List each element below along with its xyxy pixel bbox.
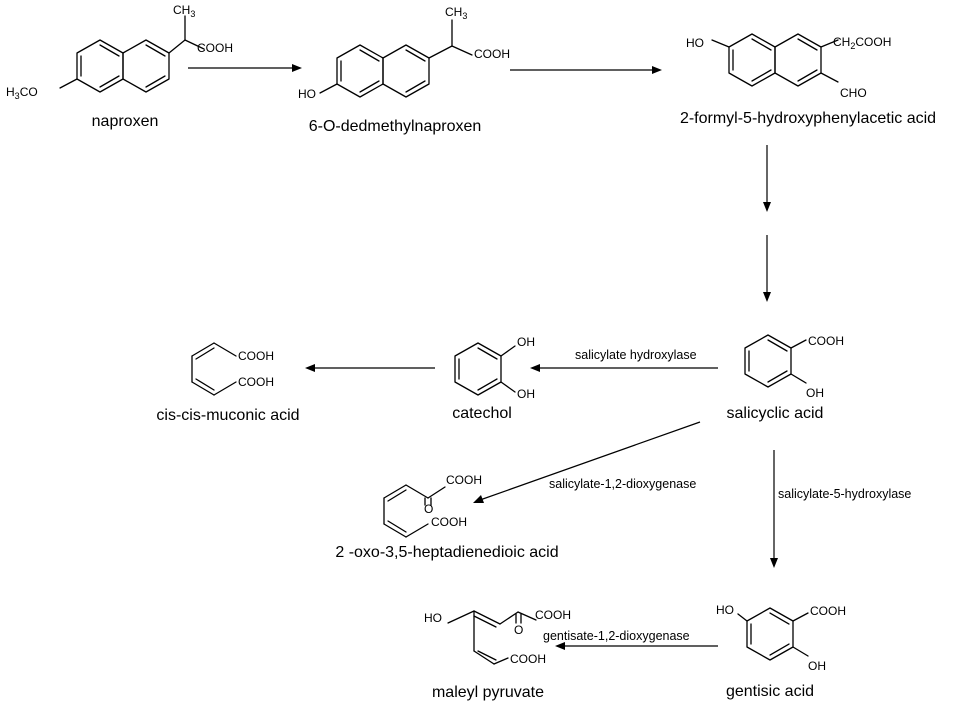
maleyl-ho-label: HO (424, 611, 442, 625)
heptadienedioic-acid-label: 2 -oxo-3,5-heptadienedioic acid (335, 544, 558, 561)
arrow-salicylic-to-gentisic (770, 450, 778, 568)
muconic-cooh-top-label: COOH (238, 349, 274, 363)
maleyl-pyruvate-label: maleyl pyruvate (432, 684, 544, 701)
catechol-oh-top-label: OH (517, 335, 535, 349)
salicylic-acid-label: salicyclic acid (727, 405, 824, 422)
muconic-acid-structure: COOH COOH (191, 342, 274, 396)
formyl-cho-label: CHO (840, 86, 867, 100)
desmethyl-cooh-label: COOH (474, 47, 510, 61)
salicylic-oh-label: OH (806, 386, 824, 400)
formyl-acid-structure: HO CH2COOH CHO (686, 33, 891, 100)
arrow-naproxen-to-desmethyl (188, 64, 302, 72)
heptadienedioic-cooh-bottom-label: COOH (431, 515, 467, 529)
desmethyl-ch3-label: CH3 (445, 5, 467, 21)
naproxen-label: naproxen (92, 113, 159, 130)
desmethylnaproxen-label: 6-O-dedmethylnaproxen (309, 118, 482, 135)
formyl-ho-label: HO (686, 36, 704, 50)
gentisic-ho-label: HO (716, 603, 734, 617)
naproxen-structure: CH3 COOH H3CO (6, 3, 233, 101)
salicylate-hydroxylase-label: salicylate hydroxylase (575, 348, 697, 362)
desmethyl-ho-label: HO (298, 87, 316, 101)
arrow-formyl-down-1 (763, 145, 771, 212)
naproxen-ch3-label: CH3 (173, 3, 195, 19)
gentisate-12-dioxygenase-label: gentisate-1,2-dioxygenase (543, 629, 690, 643)
arrow-catechol-to-muconic (305, 364, 435, 372)
heptadienedioic-acid-structure: O COOH COOH (383, 473, 482, 538)
catechol-label: catechol (452, 405, 512, 422)
maleyl-cooh-top-label: COOH (535, 608, 571, 622)
naproxen-cooh-label: COOH (197, 41, 233, 55)
desmethylnaproxen-structure: CH3 COOH HO (298, 5, 510, 101)
arrow-gentisic-to-maleyl (555, 642, 718, 650)
catechol-oh-bottom-label: OH (517, 387, 535, 401)
formyl-ch2cooh-label: CH2COOH (833, 35, 891, 51)
gentisic-acid-structure: COOH OH HO (716, 603, 846, 673)
catechol-structure: OH OH (454, 335, 535, 401)
maleyl-o-label: O (514, 623, 523, 637)
salicylate-12-dioxygenase-label: salicylate-1,2-dioxygenase (549, 477, 696, 491)
arrow-salicylic-to-heptadienedioic (473, 421, 701, 503)
heptadienedioic-cooh-top-label: COOH (446, 473, 482, 487)
maleyl-pyruvate-structure: HO O COOH COOH (424, 608, 571, 666)
naproxen-h3co-label: H3CO (6, 85, 38, 101)
gentisic-acid-label: gentisic acid (726, 683, 814, 700)
maleyl-cooh-bottom-label: COOH (510, 652, 546, 666)
arrow-formyl-down-2 (763, 235, 771, 302)
arrow-salicylic-to-catechol (530, 364, 718, 372)
formyl-acid-label: 2-formyl-5-hydroxyphenylacetic acid (680, 110, 936, 127)
muconic-acid-label: cis-cis-muconic acid (156, 407, 299, 424)
gentisic-cooh-label: COOH (810, 604, 846, 618)
salicylic-acid-structure: COOH OH (744, 334, 844, 400)
salicylate-5-hydroxylase-label: salicylate-5-hydroxylase (778, 487, 911, 501)
arrow-desmethyl-to-formyl (510, 66, 662, 74)
salicylic-cooh-label: COOH (808, 334, 844, 348)
gentisic-oh-label: OH (808, 659, 826, 673)
heptadienedioic-o-label: O (424, 502, 433, 516)
muconic-cooh-bottom-label: COOH (238, 375, 274, 389)
